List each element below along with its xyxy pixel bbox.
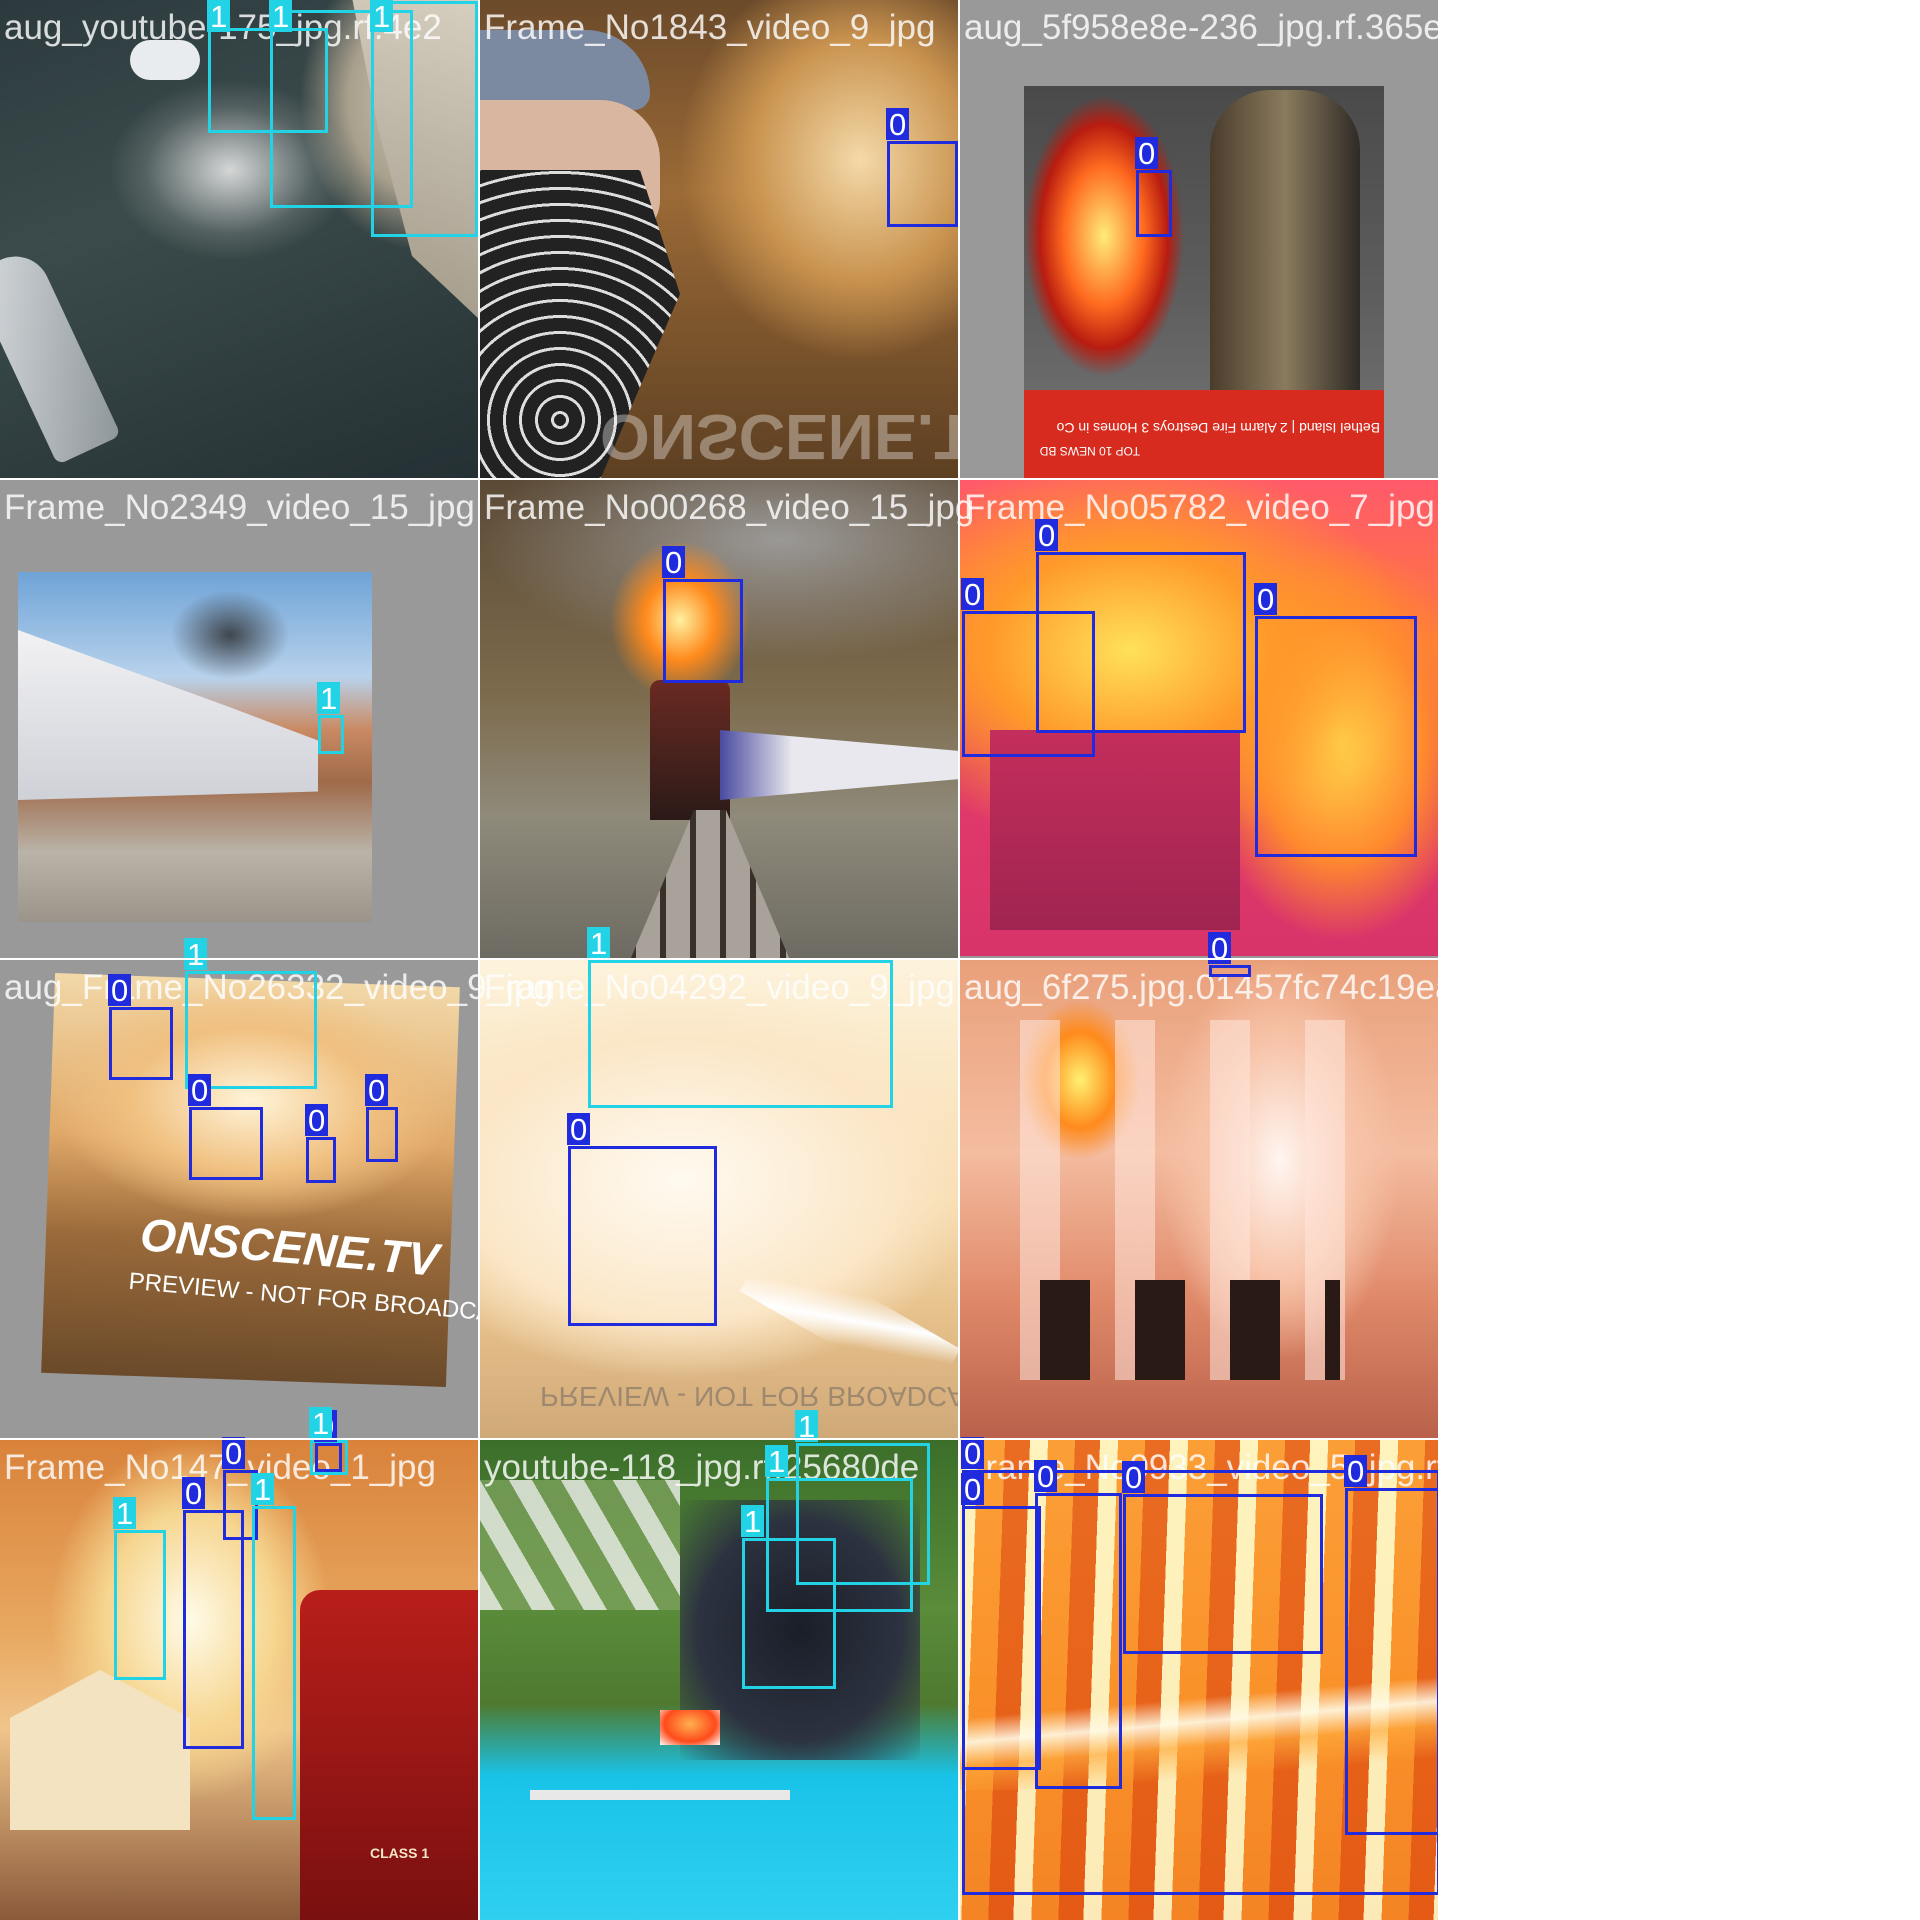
detection-label-class-1: 1 bbox=[317, 682, 341, 714]
hillside-houses bbox=[480, 1480, 680, 1610]
detection-box-class-0 bbox=[183, 1510, 244, 1749]
tile-separator bbox=[0, 1438, 1440, 1440]
detection-box-class-1 bbox=[371, 1, 478, 237]
tile-building-fire bbox=[960, 960, 1440, 1440]
detection-label-class-1: 1 bbox=[741, 1505, 765, 1537]
tile-bright-hillside: PREVIEW - NOT FOR BROADCAST bbox=[480, 960, 960, 1440]
detection-box-class-0 bbox=[1035, 1493, 1122, 1789]
detection-label-class-1: 1 bbox=[113, 1497, 137, 1529]
detection-box-class-0 bbox=[1123, 1494, 1323, 1654]
detection-box-class-1 bbox=[114, 1530, 166, 1680]
detection-label-class-0: 0 bbox=[1344, 1455, 1368, 1487]
tile-separator bbox=[0, 478, 1440, 480]
tile-train-letterboxed bbox=[0, 480, 480, 960]
detection-box-class-0 bbox=[663, 579, 743, 683]
detection-box-class-1 bbox=[588, 960, 893, 1108]
locomotive bbox=[650, 680, 730, 820]
tile-masked-man-fire: ONSCENE.TV bbox=[480, 0, 960, 480]
detection-label-class-0: 0 bbox=[961, 1437, 985, 1469]
news-brand: TOP 10 NEWS BD bbox=[1039, 444, 1140, 458]
tile-boat-fire-aerial bbox=[0, 0, 480, 480]
dock bbox=[530, 1790, 790, 1800]
firefighter bbox=[1210, 90, 1360, 390]
detection-label-class-1: 1 bbox=[269, 0, 293, 32]
fire-engine bbox=[300, 1590, 480, 1920]
detection-label-class-0: 0 bbox=[305, 1104, 329, 1136]
detection-box-class-0 bbox=[962, 611, 1095, 757]
detection-box-class-1 bbox=[270, 10, 413, 208]
doors bbox=[1040, 1280, 1340, 1380]
detection-label-class-0: 0 bbox=[567, 1113, 591, 1145]
smoke bbox=[170, 590, 290, 680]
detection-box-class-1 bbox=[796, 1443, 930, 1585]
detection-box-class-0 bbox=[1036, 552, 1246, 733]
tile-house-fire-engine: CLASS 1 bbox=[0, 1440, 480, 1920]
detection-box-class-0 bbox=[306, 1137, 336, 1183]
tile-marina-boat-fire bbox=[480, 1440, 960, 1920]
detection-box-class-0 bbox=[887, 141, 958, 227]
detection-label-class-1: 1 bbox=[184, 938, 208, 970]
shed bbox=[990, 730, 1240, 930]
detection-box-class-0 bbox=[1136, 170, 1172, 237]
detection-box-class-1 bbox=[310, 1440, 348, 1475]
detection-label-class-0: 0 bbox=[1035, 519, 1059, 551]
cap bbox=[480, 30, 650, 110]
tile-grass-fire-red bbox=[960, 480, 1440, 960]
detection-label-class-0: 0 bbox=[365, 1074, 389, 1106]
detection-box-class-0 bbox=[366, 1107, 398, 1162]
detection-label-class-0: 0 bbox=[961, 578, 985, 610]
detection-label-class-0: 0 bbox=[222, 1437, 246, 1469]
detection-label-class-1: 1 bbox=[587, 927, 611, 959]
detection-box-class-0 bbox=[189, 1107, 263, 1180]
detection-label-class-0: 0 bbox=[188, 1074, 212, 1106]
detection-box-class-0 bbox=[1255, 616, 1417, 857]
tile-separator bbox=[0, 958, 1440, 960]
detection-label-class-0: 0 bbox=[182, 1477, 206, 1509]
detection-label-class-1: 1 bbox=[370, 0, 394, 32]
burning-boat bbox=[660, 1710, 720, 1745]
detection-box-class-0 bbox=[962, 1470, 1440, 1895]
mirrored-preview-text: PREVIEW - NOT FOR BROADCAST bbox=[540, 1381, 960, 1412]
detection-box-class-0 bbox=[223, 1470, 258, 1540]
detection-box-class-0 bbox=[1209, 965, 1251, 977]
tile-onscene-preview: ONSCENE.TV PREVIEW - NOT FOR BROADCAST bbox=[0, 960, 480, 1440]
tile-separator bbox=[478, 0, 480, 1920]
detection-label-class-0: 0 bbox=[961, 1473, 985, 1505]
detection-label-class-0: 0 bbox=[108, 974, 132, 1006]
detection-label-class-0: 0 bbox=[1208, 932, 1232, 964]
detection-box-class-1 bbox=[185, 971, 317, 1089]
tile-separator bbox=[1438, 0, 1440, 1920]
detection-box-class-1 bbox=[766, 1478, 913, 1612]
detection-label-class-1: 1 bbox=[309, 1407, 333, 1439]
detection-label-class-0: 0 bbox=[1034, 1460, 1058, 1492]
onscene-watermark: ONSCENE.TV bbox=[600, 401, 960, 473]
detection-mosaic: ONSCENE.TV Bethel Island | 2 Alarm Fire … bbox=[0, 0, 1440, 1920]
news-banner-text: Bethel Island | 2 Alarm Fire Destroys 3 … bbox=[1056, 420, 1380, 436]
detection-box-class-1 bbox=[742, 1538, 836, 1689]
detection-box-class-0 bbox=[568, 1146, 717, 1326]
detection-box-class-0 bbox=[315, 1443, 342, 1472]
detection-label-class-0: 0 bbox=[662, 546, 686, 578]
detection-label-class-0: 0 bbox=[1122, 1461, 1146, 1493]
detection-box-class-1 bbox=[208, 28, 328, 133]
white-boat bbox=[130, 40, 200, 80]
detection-label-class-0: 0 bbox=[1135, 137, 1159, 169]
detection-box-class-1 bbox=[318, 715, 344, 754]
tile-firefighter-news: Bethel Island | 2 Alarm Fire Destroys 3 … bbox=[960, 0, 1440, 480]
detection-box-class-0 bbox=[109, 1007, 173, 1080]
detection-label-class-0: 0 bbox=[1254, 583, 1278, 615]
engine-label: CLASS 1 bbox=[370, 1845, 430, 1861]
detection-label-class-1: 1 bbox=[795, 1410, 819, 1442]
news-banner bbox=[1024, 390, 1384, 480]
detection-label-class-1: 1 bbox=[251, 1473, 275, 1505]
detection-box-class-1 bbox=[252, 1506, 296, 1820]
black-smoke bbox=[680, 1500, 920, 1760]
tile-separator bbox=[958, 0, 960, 1920]
detection-label-class-1: 1 bbox=[207, 0, 231, 32]
detection-label-class-1: 1 bbox=[765, 1445, 789, 1477]
detection-label-class-0: 0 bbox=[886, 108, 910, 140]
tile-train-fire bbox=[480, 480, 960, 960]
